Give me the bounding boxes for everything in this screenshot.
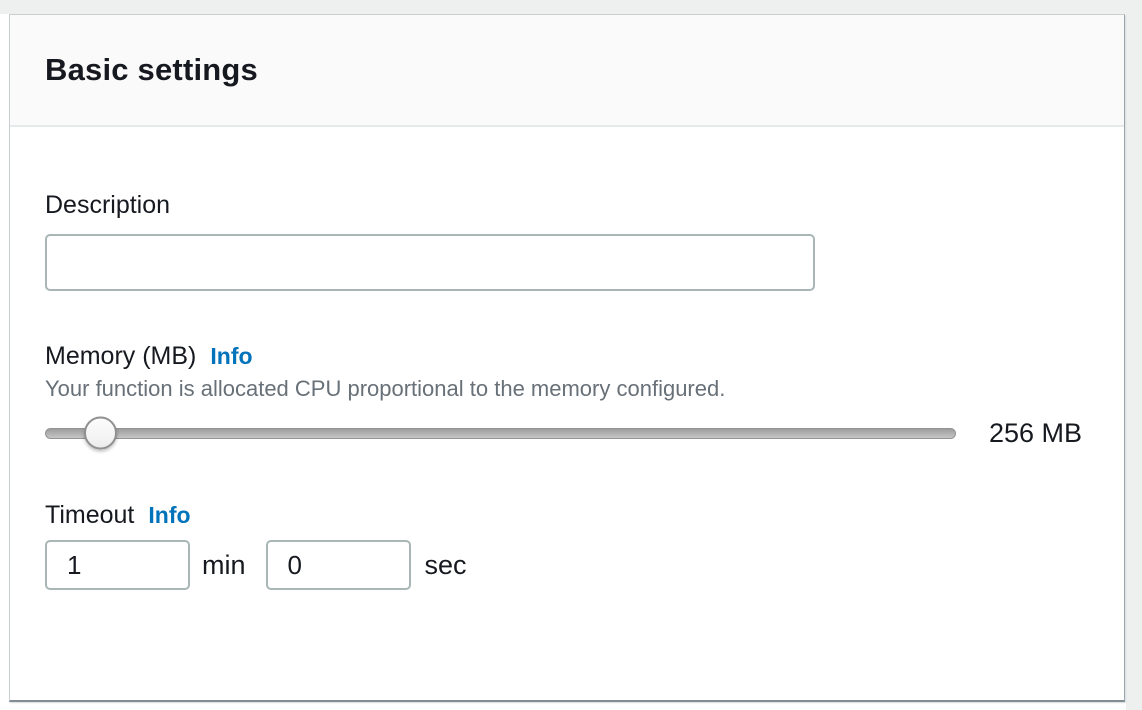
description-input[interactable] — [45, 234, 815, 291]
page-background-top — [0, 0, 1142, 14]
memory-label: Memory (MB) — [45, 342, 197, 370]
panel-header: Basic settings — [10, 15, 1124, 127]
panel-title: Basic settings — [45, 52, 258, 87]
timeout-minutes-input[interactable] — [45, 540, 190, 590]
description-field: Description — [45, 190, 1124, 291]
timeout-seconds-input[interactable] — [265, 540, 411, 590]
timeout-seconds-unit: sec — [424, 549, 467, 580]
timeout-field: Timeout Info min sec — [45, 500, 1124, 590]
timeout-info-link[interactable]: Info — [148, 502, 191, 528]
page-background-right — [1126, 0, 1142, 710]
timeout-label: Timeout — [45, 501, 135, 529]
memory-slider-row: 256 MB — [45, 416, 1124, 450]
memory-slider-handle[interactable] — [83, 416, 117, 450]
timeout-inputs-row: min sec — [45, 540, 1124, 590]
memory-help-text: Your function is allocated CPU proportio… — [45, 376, 726, 401]
description-label: Description — [45, 191, 171, 219]
memory-value-label: 256 MB — [989, 417, 1083, 448]
basic-settings-panel: Basic settings Description Memory (MB) I… — [9, 14, 1125, 702]
memory-slider-track[interactable] — [45, 416, 956, 450]
timeout-minutes-unit: min — [202, 549, 246, 580]
memory-field: Memory (MB) Info Your function is alloca… — [45, 341, 1124, 450]
memory-info-link[interactable]: Info — [210, 343, 253, 369]
panel-body: Description Memory (MB) Info Your functi… — [10, 190, 1124, 590]
